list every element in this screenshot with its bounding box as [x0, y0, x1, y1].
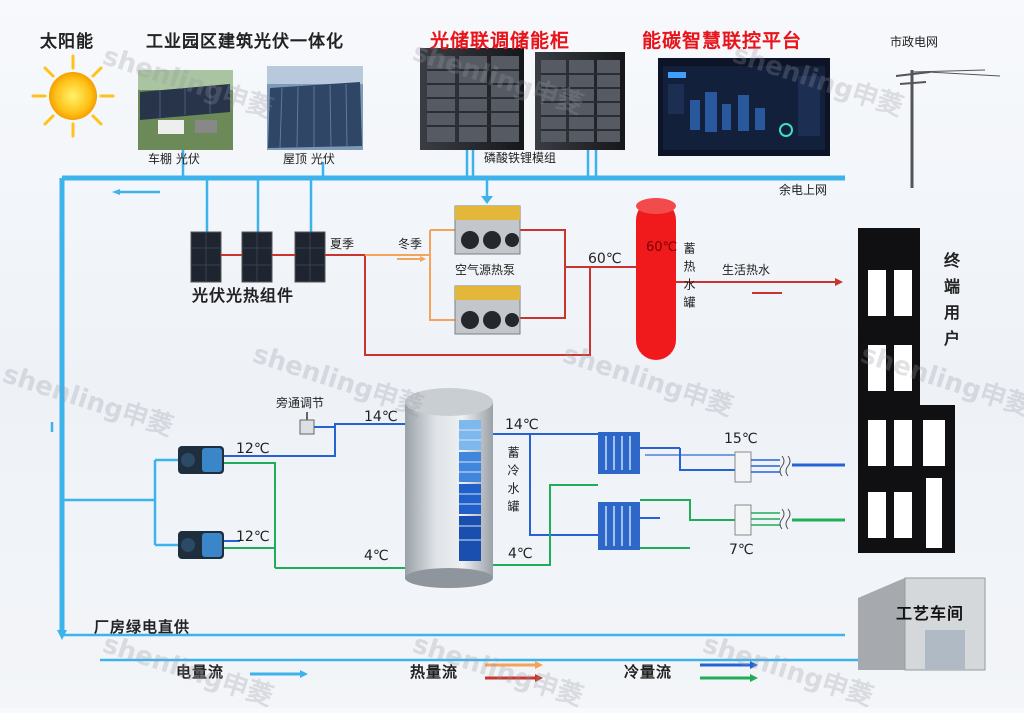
- chiller-unit-top: [178, 446, 224, 474]
- air-heat-pump-label: 空气源热泵: [455, 263, 516, 277]
- power-branch-lines: [50, 150, 860, 662]
- summer-label: 夏季: [330, 237, 355, 251]
- temp-14-left: 14℃: [364, 409, 398, 425]
- heat-flow-lines: [221, 229, 835, 356]
- heat-storage-tank: [636, 198, 676, 360]
- temp-14-right: 14℃: [505, 417, 539, 433]
- temp-4-right: 4℃: [508, 546, 533, 562]
- power-flow-lines: [59, 175, 845, 635]
- temp-60-tank: 60℃: [646, 240, 678, 255]
- winter-label: 冬季: [398, 237, 423, 251]
- bypass-label: 旁通调节: [276, 396, 325, 410]
- cold-flow-lines: [224, 423, 845, 569]
- legend-cold-lines: [700, 661, 758, 682]
- storage-cabinet-right: [535, 52, 625, 150]
- solar-label: 太阳能: [40, 32, 94, 52]
- heat-tank-label: 蓄热水罐: [682, 242, 696, 314]
- workshop-label: 工艺车间: [896, 604, 965, 623]
- heat-exchanger-top: [598, 432, 640, 474]
- pvt-module-label: 光伏光热组件: [192, 286, 295, 305]
- temp-15: 15℃: [724, 431, 758, 447]
- factory-green-power-label: 厂房绿电直供: [94, 618, 191, 636]
- carport-pv-label: 车棚 光伏: [148, 152, 200, 166]
- grid-label: 市政电网: [890, 35, 939, 49]
- bypass-valve-icon: [299, 412, 315, 435]
- temp-7: 7℃: [729, 542, 754, 558]
- storage-cabinet-left: [420, 48, 524, 150]
- legend-heat-lines: [485, 661, 543, 682]
- legend-power-label: 电量流: [176, 663, 225, 681]
- domestic-hot-water-label: 生活热水: [722, 263, 771, 277]
- surplus-grid-label: 余电上网: [779, 183, 828, 197]
- roof-pv-label: 屋顶 光伏: [283, 152, 335, 166]
- end-user-building: [858, 228, 955, 553]
- legend-heat-label: 热量流: [410, 663, 459, 681]
- cold-tank-label: 蓄冷水罐: [506, 446, 520, 518]
- sun-icon: [31, 54, 115, 138]
- cold-storage-tank: [405, 388, 493, 588]
- temp-60-pipe: 60℃: [588, 251, 622, 267]
- water-distributor-bottom: [734, 504, 791, 536]
- industrial-pv-title: 工业园区建筑光伏一体化: [146, 32, 344, 52]
- pvt-panels: [190, 231, 326, 283]
- heat-exchanger-bottom: [598, 502, 640, 550]
- legend-cold-label: 冷量流: [624, 663, 673, 681]
- temp-12-top: 12℃: [236, 441, 270, 457]
- temp-4-left: 4℃: [364, 548, 389, 564]
- air-heat-pump-bottom: [454, 285, 521, 335]
- temp-12-bottom: 12℃: [236, 529, 270, 545]
- storage-cabinet-title: 光储联调储能柜: [430, 30, 571, 52]
- rooftop-pv-image: [267, 66, 363, 150]
- air-heat-pump-top: [454, 205, 521, 255]
- carport-pv-image: [138, 70, 233, 150]
- platform-monitor: [658, 58, 830, 156]
- water-distributor-top: [734, 451, 791, 483]
- workshop-room: [858, 577, 986, 671]
- legend-power-line: [250, 670, 308, 678]
- chiller-unit-bottom: [178, 531, 224, 559]
- end-user-label: 终端用户: [941, 252, 960, 356]
- grid-pylon-icon: [895, 69, 1001, 188]
- platform-title: 能碳智慧联控平台: [642, 30, 803, 52]
- lfp-module-label: 磷酸铁锂模组: [484, 151, 557, 165]
